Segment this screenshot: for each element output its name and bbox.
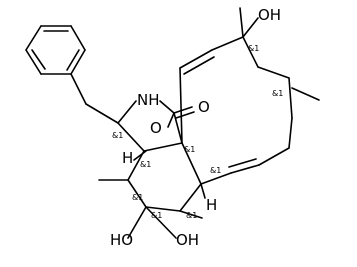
stereo-c-methyl-left: &1 xyxy=(132,193,143,202)
ring-substituents xyxy=(98,150,206,239)
stereo-c-benzyl: &1 xyxy=(112,131,123,140)
cyclohexane-ring xyxy=(127,142,202,212)
stereo-c-hydroxy-top: &1 xyxy=(248,44,259,53)
stereo-c-quaternary-center: &1 xyxy=(184,145,195,154)
ester-oxygen-label: O xyxy=(150,119,162,137)
hydrogen-upper-label: H xyxy=(122,149,133,167)
stereo-c-methyl-right: &1 xyxy=(272,89,283,98)
hydroxyl-bottom-left-label: HO xyxy=(110,231,133,249)
stereo-c-dimethyl-hydroxy: &1 xyxy=(151,211,162,220)
carbonyl-group xyxy=(167,106,195,128)
benzyl-linker xyxy=(70,73,119,124)
macrocycle-substituents xyxy=(239,7,320,101)
stereo-c-ring-junction-left: &1 xyxy=(140,160,151,169)
hydroxyl-top-label: OH xyxy=(258,6,281,24)
nh-label: NH xyxy=(137,91,160,109)
hydroxyl-bottom-right-label: OH xyxy=(176,231,199,249)
carbonyl-oxygen-label: O xyxy=(198,98,210,116)
macrocycle-ring xyxy=(179,36,293,185)
benzene-ring xyxy=(25,25,86,75)
hydrogen-lower-label: H xyxy=(206,196,217,214)
stereo-c-hydroxy-bottom: &1 xyxy=(186,211,197,220)
stereo-c-ring-junction-right: &1 xyxy=(210,166,221,175)
